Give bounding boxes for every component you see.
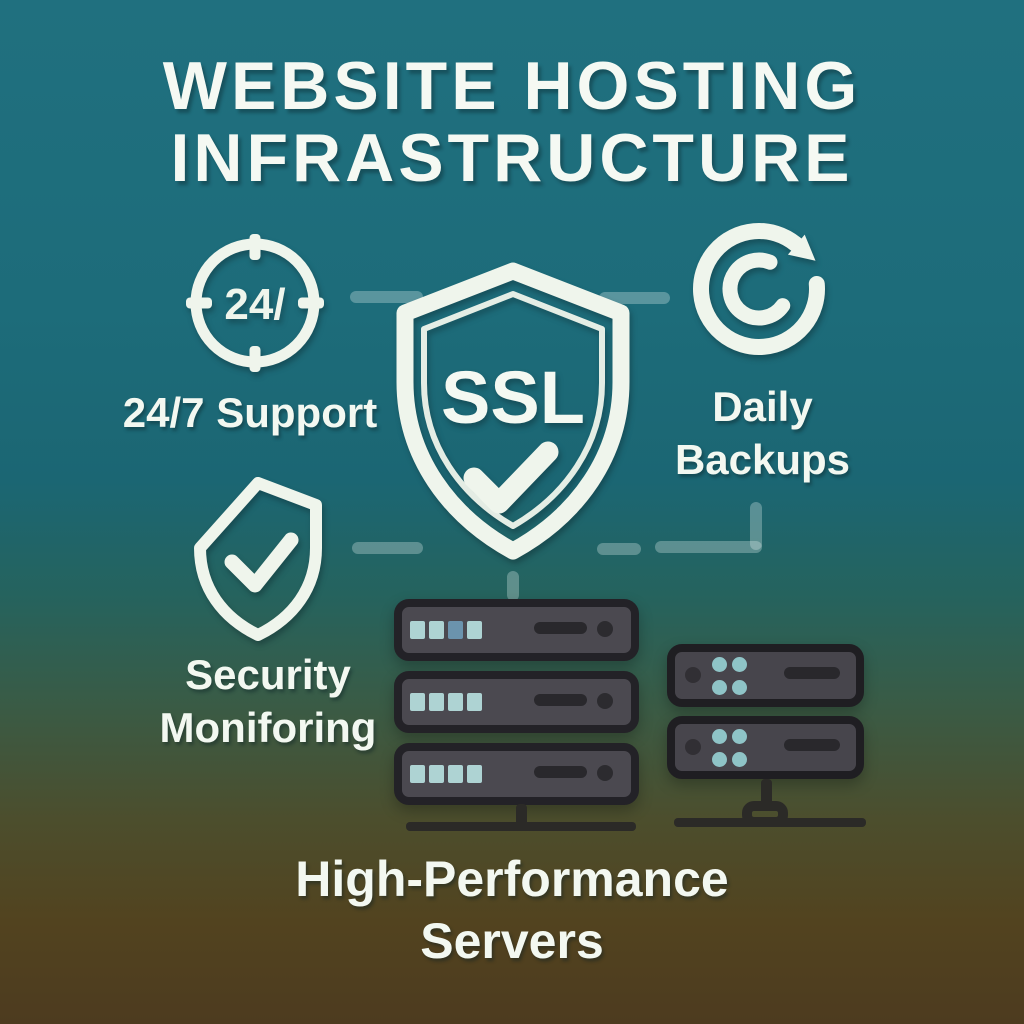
drive-slot: [534, 766, 587, 778]
led-indicator: [448, 693, 463, 711]
connector-elbow-horizontal: [655, 541, 762, 553]
drive-slot: [784, 739, 840, 751]
power-button: [685, 739, 701, 755]
drive-slot: [784, 667, 840, 679]
led-indicator: [448, 765, 463, 783]
power-button: [597, 621, 613, 637]
title-line2: INFRASTRUCTURE: [170, 120, 854, 196]
led-indicator: [732, 752, 747, 767]
led-indicator: [410, 693, 425, 711]
led-indicator: [712, 729, 727, 744]
connector-shield-to-backups: [599, 292, 670, 304]
led-indicator: [732, 680, 747, 695]
clock-icon-text: 24/: [224, 280, 285, 329]
power-button: [597, 765, 613, 781]
led-indicator: [448, 621, 463, 639]
clock-24-icon: 24/: [186, 234, 324, 372]
server-unit: [667, 716, 864, 779]
rack-stand: [516, 804, 527, 826]
checkmark-icon: [463, 441, 559, 514]
led-indicator: [467, 765, 482, 783]
power-button: [685, 667, 701, 683]
backups-label: Daily Backups: [674, 383, 851, 483]
led-indicator: [712, 657, 727, 672]
rack-base: [674, 818, 866, 827]
led-indicator: [732, 657, 747, 672]
led-indicator: [410, 621, 425, 639]
connector-shield-to-servers: [507, 571, 519, 601]
led-indicator: [467, 621, 482, 639]
servers-label: High-Performance Servers: [295, 851, 729, 969]
server-unit: [394, 599, 639, 661]
connector-elbow-vertical: [750, 502, 762, 550]
rack-base: [406, 822, 636, 831]
support-label: 24/7 Support: [122, 389, 378, 436]
led-indicator: [732, 729, 747, 744]
led-indicator: [429, 765, 444, 783]
connector-clock-to-shield: [350, 291, 423, 303]
ssl-shield-check-icon: SSL: [396, 262, 630, 560]
arrowhead-icon: [787, 234, 816, 261]
server-unit: [667, 644, 864, 707]
led-indicator: [712, 680, 727, 695]
connector-bottom-left-dash: [352, 542, 423, 554]
drive-slot: [534, 622, 587, 634]
security-label: Security Moniforing: [159, 651, 377, 751]
shield-check-icon: [194, 477, 322, 641]
power-button: [597, 693, 613, 709]
rack-stand: [761, 779, 772, 805]
led-indicator: [410, 765, 425, 783]
server-unit: [394, 743, 639, 805]
page-title: WEBSITE HOSTING INFRASTRUCTURE: [0, 50, 1024, 194]
drive-slot: [534, 694, 587, 706]
ssl-badge-text: SSL: [441, 356, 585, 439]
checkmark-icon: [224, 532, 299, 593]
led-indicator: [429, 693, 444, 711]
led-indicator: [712, 752, 727, 767]
led-indicator: [429, 621, 444, 639]
led-indicator: [467, 693, 482, 711]
connector-bottom-short-dash: [597, 543, 641, 555]
server-unit: [394, 671, 639, 733]
title-line1: WEBSITE HOSTING: [162, 48, 862, 124]
refresh-arrows-icon: [693, 223, 825, 355]
